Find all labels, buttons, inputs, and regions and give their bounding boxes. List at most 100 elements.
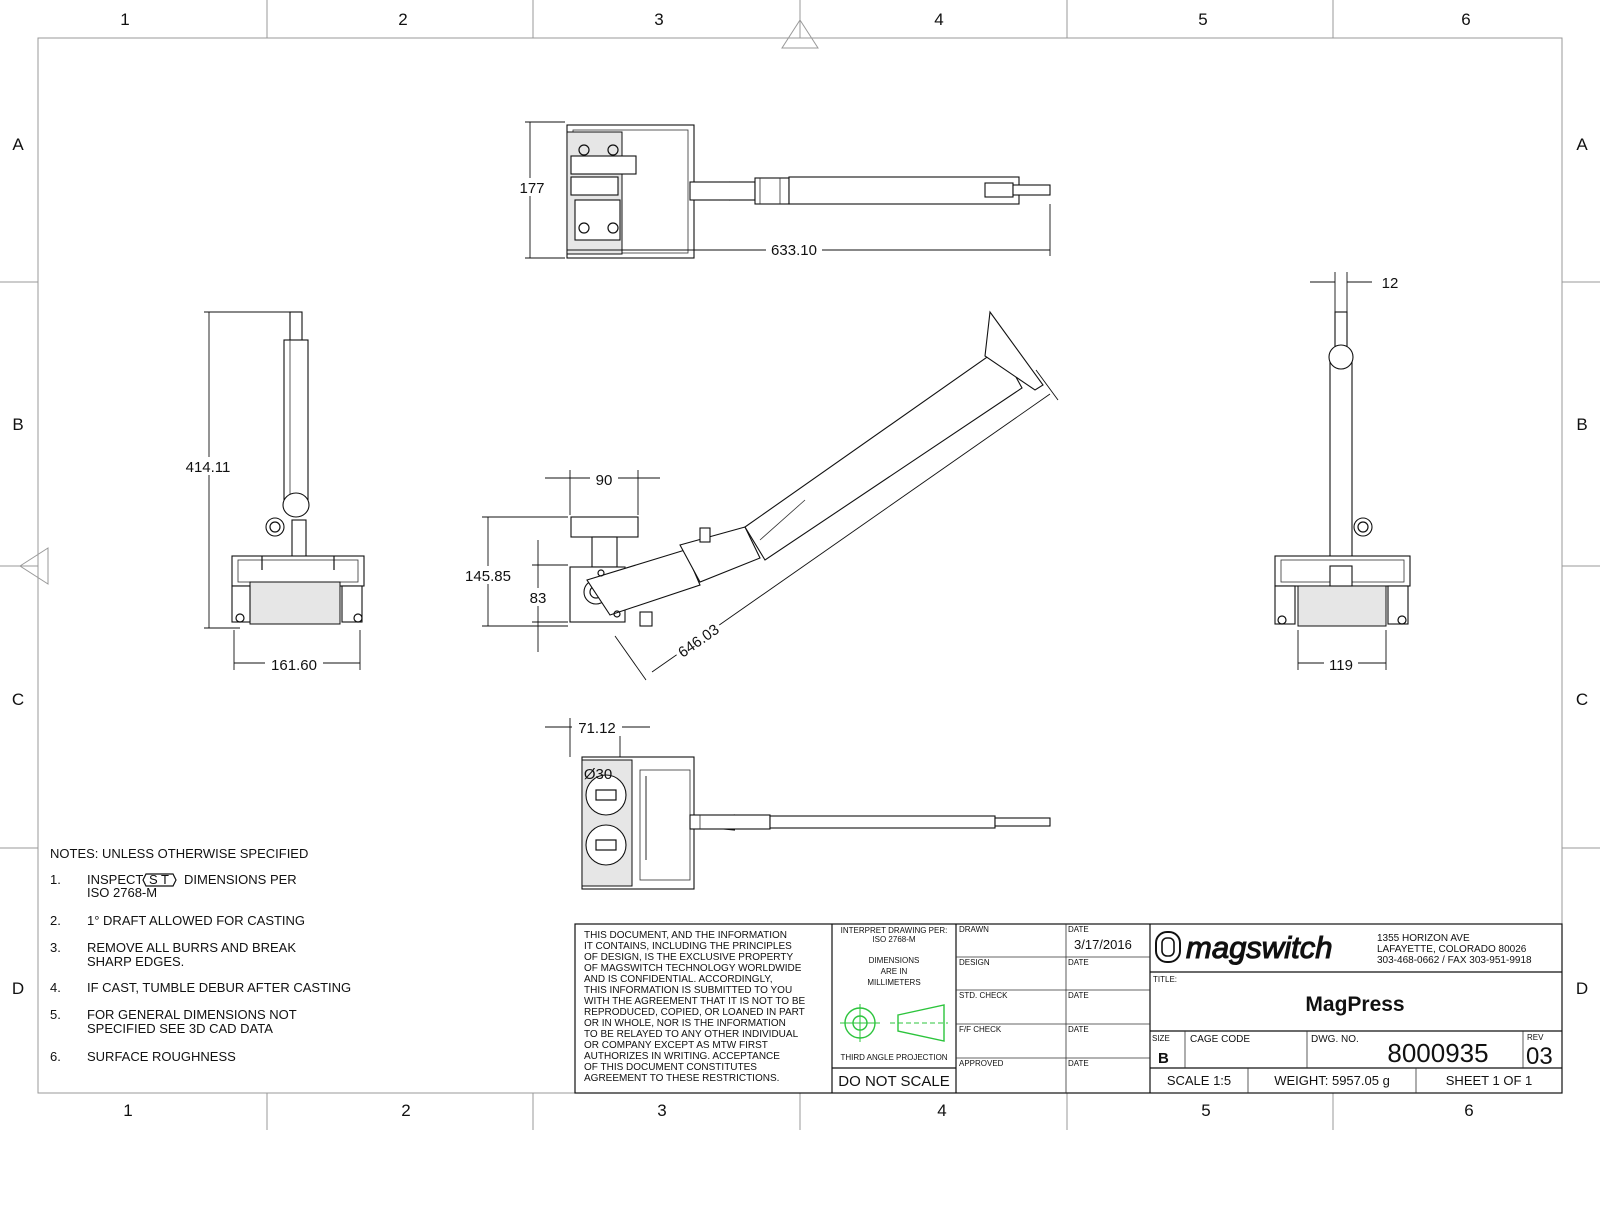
title-label: TITLE: bbox=[1153, 975, 1177, 984]
note-1-symbol: S T bbox=[149, 872, 169, 887]
bottom-view-dimensions: 71.12 Ø30 bbox=[545, 718, 650, 860]
dim-side-handle: 12 bbox=[1382, 275, 1399, 292]
note-1-line1: INSPECT bbox=[87, 872, 143, 887]
zone-row-a-left: A bbox=[12, 135, 24, 154]
drawn-date: 3/17/2016 bbox=[1074, 937, 1132, 952]
front-view bbox=[231, 311, 365, 625]
confidential-line-13: OF THIS DOCUMENT CONSTITUTES bbox=[584, 1062, 757, 1073]
notes-heading: NOTES: UNLESS OTHERWISE SPECIFIED bbox=[50, 846, 308, 861]
note-3-line2: SHARP EDGES. bbox=[87, 954, 184, 969]
dim-front-height: 414.11 bbox=[186, 459, 231, 476]
zone-row-c-right: C bbox=[1576, 690, 1588, 709]
notes-block: NOTES: UNLESS OTHERWISE SPECIFIED 1. INS… bbox=[50, 846, 351, 1064]
size-label: SIZE bbox=[1152, 1034, 1170, 1043]
top-view-dimensions: 177 633.10 bbox=[512, 121, 1051, 259]
interpret-line-2: ISO 2768-M bbox=[872, 935, 915, 944]
cage-code-label: CAGE CODE bbox=[1190, 1034, 1250, 1045]
std-check-label: STD. CHECK bbox=[959, 991, 1008, 1000]
confidential-line-11: OR COMPANY EXCEPT AS MTW FIRST bbox=[584, 1040, 768, 1051]
zone-col-1-bottom: 1 bbox=[123, 1101, 132, 1120]
zone-col-3-bottom: 3 bbox=[657, 1101, 666, 1120]
magswitch-logo-icon bbox=[1155, 931, 1181, 963]
fp-check-label: F/F CHECK bbox=[959, 1025, 1002, 1034]
dim-bottom-width: 71.12 bbox=[578, 720, 616, 737]
zone-row-b-left: B bbox=[12, 415, 23, 434]
confidential-line-4: OF MAGSWITCH TECHNOLOGY WORLDWIDE bbox=[584, 963, 802, 974]
zone-col-2-bottom: 2 bbox=[401, 1101, 410, 1120]
dim-iso-total-height: 145.85 bbox=[465, 568, 511, 585]
note-4-line1: IF CAST, TUMBLE DEBUR AFTER CASTING bbox=[87, 980, 351, 995]
note-5-line1: FOR GENERAL DIMENSIONS NOT bbox=[87, 1007, 297, 1022]
zone-col-1-top: 1 bbox=[120, 10, 129, 29]
dim-top-height: 177 bbox=[519, 180, 544, 197]
note-5-line2: SPECIFIED SEE 3D CAD DATA bbox=[87, 1021, 273, 1036]
sheet-value: SHEET 1 OF 1 bbox=[1446, 1073, 1532, 1088]
projection-label: THIRD ANGLE PROJECTION bbox=[840, 1053, 947, 1062]
confidential-line-12: AUTHORIZES IN WRITING. ACCEPTANCE bbox=[584, 1051, 780, 1062]
interpret-block: INTERPRET DRAWING PER: ISO 2768-M DIMENS… bbox=[838, 926, 949, 1090]
confidential-line-9: OR IN WHOLE, NOR IS THE INFORMATION bbox=[584, 1018, 786, 1029]
size-value: B bbox=[1158, 1050, 1169, 1067]
side-view bbox=[1274, 311, 1411, 627]
note-5-num: 5. bbox=[50, 1007, 61, 1022]
zone-col-3-top: 3 bbox=[654, 10, 663, 29]
note-4-num: 4. bbox=[50, 980, 61, 995]
zone-col-5-bottom: 5 bbox=[1201, 1101, 1210, 1120]
design-label: DESIGN bbox=[959, 958, 990, 967]
company-address-1: 1355 HORIZON AVE bbox=[1377, 933, 1470, 944]
zone-labels: 1 2 3 4 5 6 1 2 3 4 5 6 A B C D A B C D bbox=[12, 10, 1588, 1120]
dim-top-length: 633.10 bbox=[771, 242, 817, 259]
company-block: magswitch 1355 HORIZON AVE LAFAYETTE, CO… bbox=[1155, 929, 1532, 966]
dim-bottom-hole: Ø30 bbox=[584, 766, 612, 783]
note-2-line1: 1° DRAFT ALLOWED FOR CASTING bbox=[87, 913, 305, 928]
note-3-num: 3. bbox=[50, 940, 61, 955]
zone-col-6-bottom: 6 bbox=[1464, 1101, 1473, 1120]
dim-iso-body-height: 83 bbox=[530, 590, 547, 607]
front-view-dimensions: 414.11 161.60 bbox=[180, 311, 361, 674]
side-view-dimensions: 12 119 bbox=[1297, 272, 1399, 674]
dim-iso-handle-width: 90 bbox=[596, 472, 613, 489]
company-logo-text: magswitch bbox=[1186, 930, 1332, 965]
note-1-line1b: DIMENSIONS PER bbox=[184, 872, 297, 887]
zone-row-d-right: D bbox=[1576, 979, 1588, 998]
zone-col-5-top: 5 bbox=[1198, 10, 1207, 29]
scale-value: SCALE 1:5 bbox=[1167, 1073, 1231, 1088]
zone-row-b-right: B bbox=[1576, 415, 1587, 434]
third-angle-projection-icon bbox=[840, 1004, 948, 1042]
confidential-line-10: TO BE RELAYED TO ANY OTHER INDIVIDUAL bbox=[584, 1029, 799, 1040]
confidential-line-7: WITH THE AGREEMENT THAT IT IS NOT TO BE bbox=[584, 996, 805, 1007]
confidential-line-3: OF DESIGN, IS THE EXCLUSIVE PROPERTY bbox=[584, 952, 793, 963]
rev-value: 03 bbox=[1526, 1043, 1553, 1070]
fp-check-date-label: DATE bbox=[1068, 1025, 1089, 1034]
approvals-block: DRAWN DATE 3/17/2016 DESIGN DATE STD. CH… bbox=[959, 925, 1132, 1068]
zone-row-d-left: D bbox=[12, 979, 24, 998]
zone-row-a-right: A bbox=[1576, 135, 1588, 154]
approved-date-label: DATE bbox=[1068, 1059, 1089, 1068]
dims-line-1: DIMENSIONS bbox=[869, 956, 920, 965]
bottom-view bbox=[581, 756, 1051, 890]
drawn-date-label: DATE bbox=[1068, 925, 1089, 934]
std-check-date-label: DATE bbox=[1068, 991, 1089, 1000]
note-1-line2: ISO 2768-M bbox=[87, 885, 157, 900]
company-address-3: 303-468-0662 / FAX 303-951-9918 bbox=[1377, 955, 1532, 966]
design-date-label: DATE bbox=[1068, 958, 1089, 967]
note-6-line1: SURFACE ROUGHNESS bbox=[87, 1049, 236, 1064]
zone-col-4-bottom: 4 bbox=[937, 1101, 946, 1120]
note-2-num: 2. bbox=[50, 913, 61, 928]
company-address-2: LAFAYETTE, COLORADO 80026 bbox=[1377, 944, 1527, 955]
do-not-scale: DO NOT SCALE bbox=[838, 1073, 949, 1090]
confidential-line-8: REPRODUCED, COPIED, OR LOANED IN PART bbox=[584, 1007, 805, 1018]
dwg-no-value: 8000935 bbox=[1387, 1038, 1488, 1068]
confidential-line-14: AGREEMENT TO THESE RESTRICTIONS. bbox=[584, 1073, 779, 1084]
drawn-label: DRAWN bbox=[959, 925, 989, 934]
zone-row-c-left: C bbox=[12, 690, 24, 709]
zone-col-6-top: 6 bbox=[1461, 10, 1470, 29]
title-block bbox=[574, 923, 1563, 1094]
title-info: TITLE: MagPress SIZE B CAGE CODE DWG. NO… bbox=[1152, 975, 1553, 1088]
rev-label: REV bbox=[1527, 1033, 1544, 1042]
dim-front-width: 161.60 bbox=[271, 657, 317, 674]
dims-line-3: MILLIMETERS bbox=[867, 978, 920, 987]
dwg-no-label: DWG. NO. bbox=[1311, 1034, 1359, 1045]
top-view bbox=[566, 124, 1051, 259]
